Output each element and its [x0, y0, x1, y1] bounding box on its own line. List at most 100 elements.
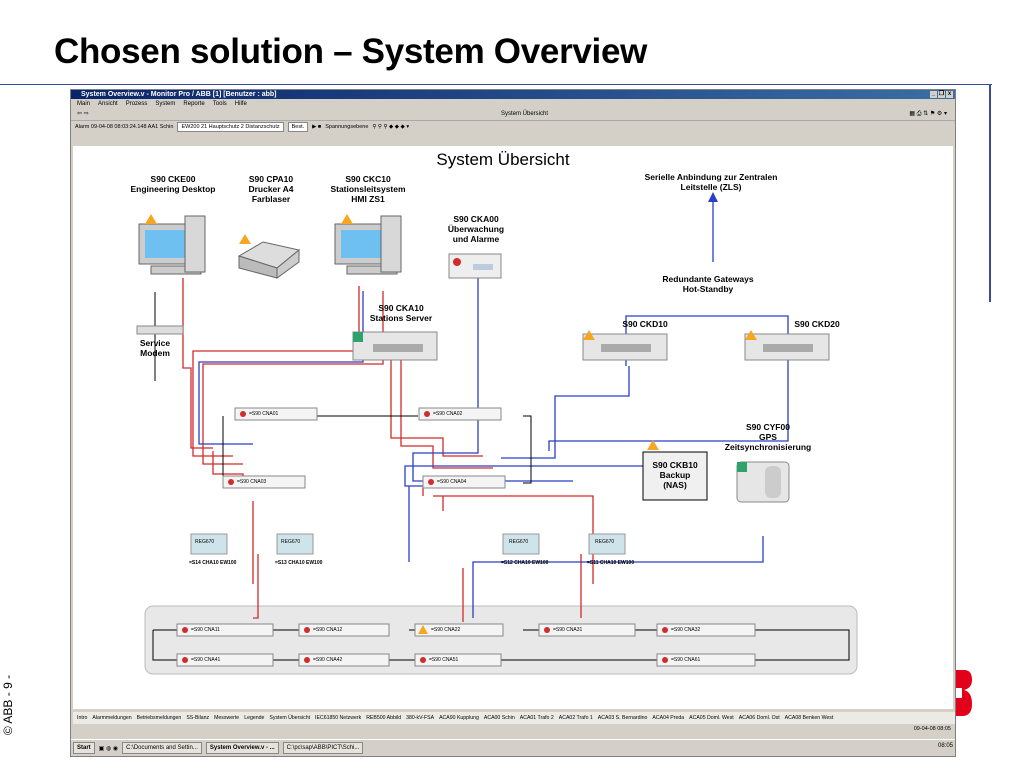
switch-cna04-label[interactable]: =S90 CNA04	[437, 479, 467, 485]
network-diagram	[136, 192, 858, 675]
switch-cna12	[298, 623, 390, 637]
tab-alarmmeldungen[interactable]: Alarmmeldungen	[92, 715, 132, 721]
switch-cna41-label[interactable]: =S90 CNA41	[191, 657, 221, 663]
relay-1-tag: =S14 CHA10 EW100	[189, 560, 237, 566]
current-view-label: System Übersicht	[501, 111, 549, 117]
tab-ss-bilanz[interactable]: SS-Bilanz	[186, 715, 210, 721]
relay-1	[190, 533, 228, 555]
back-forward-icon[interactable]: ⇦ ⇨	[77, 111, 89, 117]
status-datetime: 09-04-08 08:05	[913, 726, 951, 732]
gateway-ckd20-icon	[744, 330, 830, 361]
tab-legende[interactable]: Legende	[244, 715, 265, 721]
switch-cna03	[222, 475, 306, 489]
zls-label: Serielle Anbindung zur Zentralen Leitste…	[644, 172, 778, 192]
tab-aca02[interactable]: ACA02 Trafo 1	[558, 715, 593, 721]
switch-cna41	[176, 653, 274, 667]
tab-380kv[interactable]: 380-kV-FSA	[406, 715, 435, 721]
menu-hilfe[interactable]: Hilfe	[234, 101, 247, 107]
gateways-label: Redundante Gateways Hot-Standby	[662, 274, 754, 294]
switch-cna61-label[interactable]: =S90 CNA61	[671, 657, 701, 663]
tab-system-uebersicht[interactable]: System Übersicht	[269, 715, 311, 721]
cyf00-label: S90 CYF00 GPS Zeitsynchronisierung	[724, 422, 812, 452]
menu-bar: Main Ansicht Prozess System Reporte Tool…	[71, 99, 955, 109]
switch-cna32	[656, 623, 756, 637]
slide-title: Chosen solution – System Overview	[54, 32, 648, 71]
tab-aca06[interactable]: ACA06 Doml. Ost	[738, 715, 780, 721]
alarm-line: Alarm 09-04-08 08:03:24.148 AA1 Schin	[75, 124, 174, 130]
relay-4-tag: =S11 CHA10 EW100	[587, 560, 635, 566]
gateway-ckd10-icon	[582, 330, 668, 361]
window-titlebar: System Overview.v - Monitor Pro / ABB [1…	[71, 90, 955, 99]
tab-aca90[interactable]: ACA90 Kupplung	[439, 715, 479, 721]
quicklaunch-icons[interactable]: ▣ ◍ ◉	[98, 745, 119, 752]
switch-cna51-label[interactable]: =S90 CNA51	[429, 657, 459, 663]
header-divider	[0, 84, 992, 85]
alarm-bar: Alarm 09-04-08 08:03:24.148 AA1 Schin EW…	[71, 121, 955, 133]
menu-prozess[interactable]: Prozess	[125, 101, 148, 107]
minimize-button[interactable]: _	[930, 91, 937, 98]
diagram-title: System Übersicht	[436, 150, 570, 169]
close-button[interactable]: x	[946, 91, 953, 98]
view-tabs: Intro Alarmmeldungen Betriebsmeldungen S…	[73, 712, 955, 724]
tab-aca05[interactable]: ACA05 Doml. West	[689, 715, 734, 721]
tab-aca08[interactable]: ACA08 Benken West	[784, 715, 834, 721]
switch-cna22-label[interactable]: =S90 CNA22	[431, 627, 461, 633]
printer-icon	[237, 234, 301, 279]
switch-cna01-label[interactable]: =S90 CNA01	[249, 411, 279, 417]
switch-cna61	[656, 653, 756, 667]
relay-4-name: REG670	[595, 539, 615, 545]
acknowledge-button[interactable]: Best.	[287, 122, 309, 132]
gps-clock-icon	[736, 461, 790, 503]
zoom-tools-icon[interactable]: ⚲ ⚲ ⚲ ◆ ◆ ◆ ▾	[372, 124, 410, 130]
window-title: System Overview.v - Monitor Pro / ABB [1…	[81, 91, 277, 98]
menu-tools[interactable]: Tools	[212, 101, 227, 107]
cpa10-label: S90 CPA10 Drucker A4 Farblaser	[248, 174, 294, 204]
menu-system[interactable]: System	[155, 101, 176, 107]
taskbar-item-pict[interactable]: C:\pc\sap\ABB\PICT\Schi...	[282, 742, 364, 754]
toolbar-icons[interactable]: ▦ ⎙ ⇅ ⚑ ⚙ ▾	[909, 111, 947, 117]
menu-ansicht[interactable]: Ansicht	[98, 101, 118, 107]
ckd20-label: S90 CKD20	[794, 319, 840, 329]
switch-cna12-label[interactable]: =S90 CNA12	[313, 627, 343, 633]
menu-main[interactable]: Main	[77, 101, 91, 107]
backup-nas-box	[642, 440, 708, 501]
tab-iec61850[interactable]: IEC61850 Netzwerk	[315, 715, 362, 721]
tab-aca03[interactable]: ACA03 S. Bernardino	[597, 715, 648, 721]
taskbar-item-explorer[interactable]: C:\Documents and Settin...	[122, 742, 202, 754]
tab-aca04[interactable]: ACA04 Preda	[652, 715, 685, 721]
switch-cna31-label[interactable]: =S90 CNA31	[553, 627, 583, 633]
tab-intro[interactable]: Intro	[77, 715, 88, 721]
tab-messwerte[interactable]: Messwerte	[214, 715, 240, 721]
relay-2	[276, 533, 314, 555]
monitor-pro-window: System Overview.v - Monitor Pro / ABB [1…	[70, 89, 956, 757]
maximize-button[interactable]: ❐	[938, 91, 945, 98]
cka00-label: S90 CKA00 Überwachung und Alarme	[447, 214, 505, 244]
taskbar-item-system-overview[interactable]: System Overview.v - ...	[205, 742, 279, 754]
tab-aca01[interactable]: ACA01 Trafo 2	[519, 715, 554, 721]
switch-cna22	[414, 623, 504, 637]
ckc10-label: S90 CKC10 Stationsleitsystem HMI ZS1	[330, 174, 406, 204]
switch-cna11-label[interactable]: =S90 CNA11	[191, 627, 220, 633]
switch-cna32-label[interactable]: =S90 CNA32	[671, 627, 701, 633]
play-icon[interactable]: ▶ ■	[312, 124, 322, 130]
right-accent-line	[989, 84, 991, 302]
event-field[interactable]: EW200 21 Hauptschutz 2 Distanzschutz	[177, 122, 284, 132]
tab-aca00[interactable]: ACA00 Schin	[483, 715, 515, 721]
switch-cna42	[298, 653, 390, 667]
tab-betriebsmeldungen[interactable]: Betriebsmeldungen	[136, 715, 182, 721]
zls-arrow-icon	[708, 192, 718, 202]
system-overview-canvas: System Übersicht S90 CKE00 Engineering D…	[73, 146, 953, 709]
switch-cna02-label[interactable]: =S90 CNA02	[433, 411, 463, 417]
relay-3-tag: =S12 CHA10 EW100	[501, 560, 549, 566]
start-button[interactable]: Start	[73, 742, 95, 754]
switch-cna42-label[interactable]: =S90 CNA42	[313, 657, 343, 663]
relay-2-name: REG670	[281, 539, 301, 545]
switch-cna03-label[interactable]: =S90 CNA03	[237, 479, 267, 485]
spannungsebene-button[interactable]: Spannungsebene	[325, 124, 369, 130]
relay-3-name: REG670	[509, 539, 529, 545]
tab-reb500[interactable]: REB500 Abbild	[366, 715, 402, 721]
menu-reporte[interactable]: Reporte	[183, 101, 205, 107]
relay-1-name: REG670	[195, 539, 215, 545]
switch-cna51	[414, 653, 502, 667]
navigation-bar: ⇦ ⇨ System Übersicht ▦ ⎙ ⇅ ⚑ ⚙ ▾	[71, 109, 955, 121]
